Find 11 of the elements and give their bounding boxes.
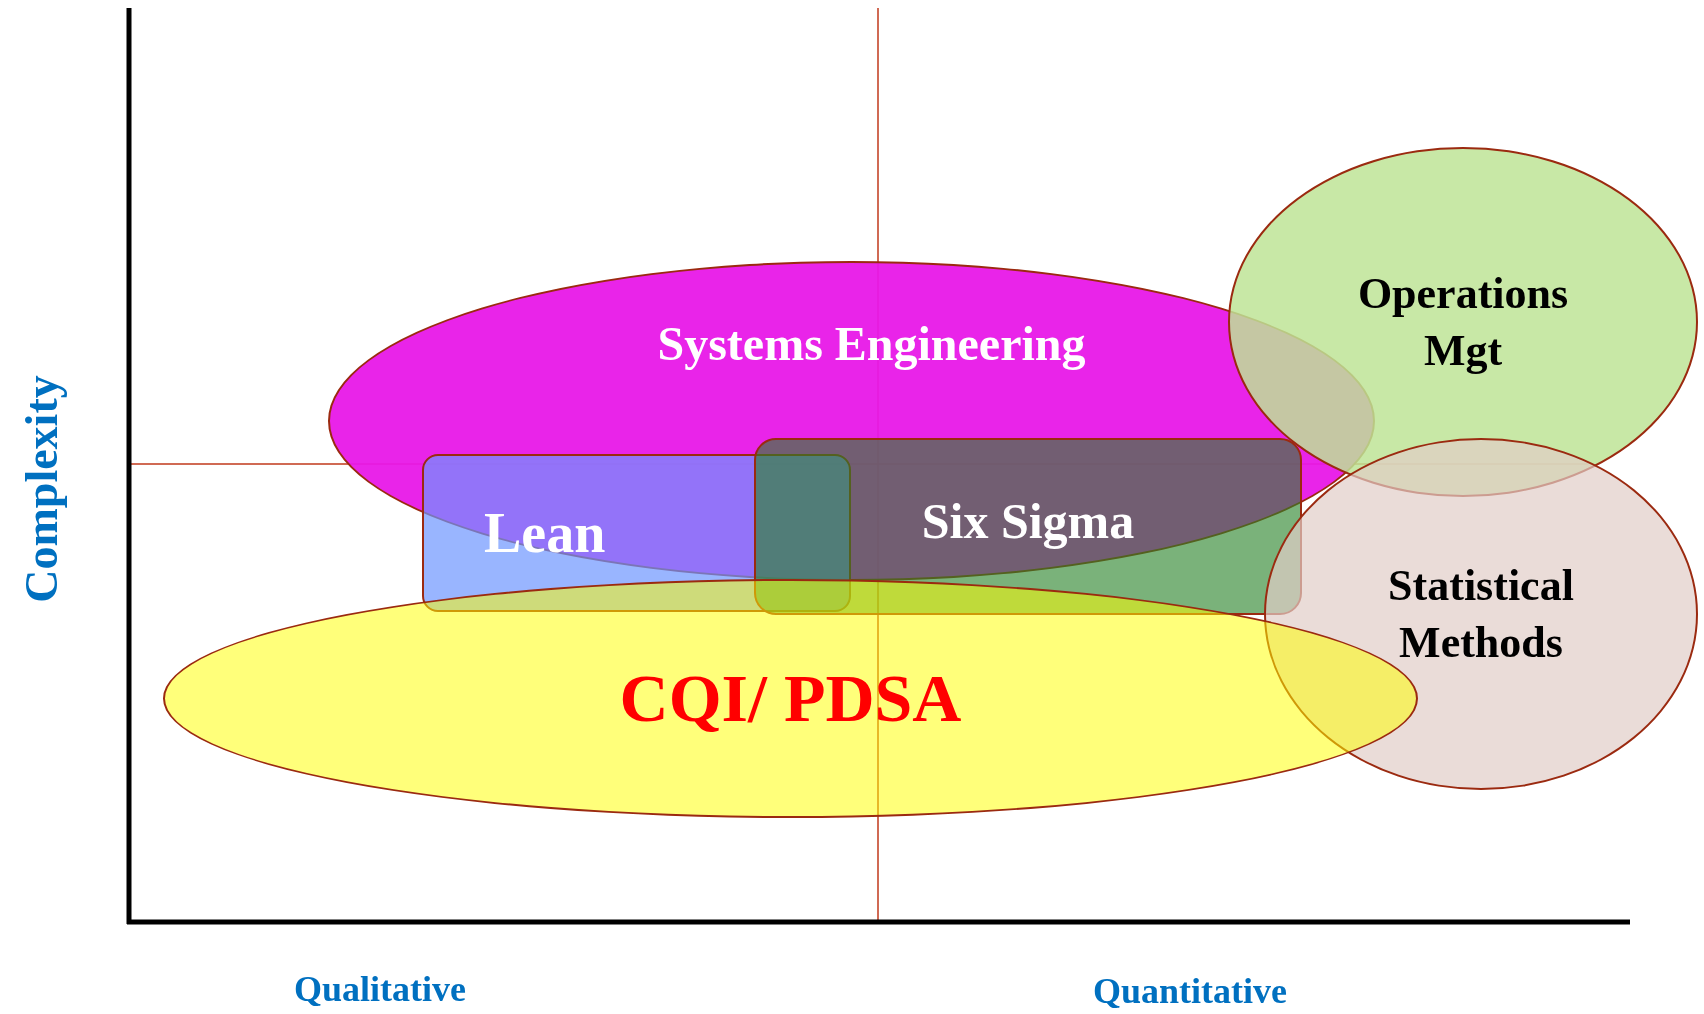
method-box xyxy=(754,438,1302,615)
x-axis-label: Quantitative xyxy=(1093,970,1287,1012)
method-label: Six Sigma xyxy=(921,492,1135,551)
method-label: Operations Mgt xyxy=(1356,267,1570,377)
method-label: Statistical Methods xyxy=(1387,559,1575,669)
method-box xyxy=(422,454,851,612)
method-label: Lean xyxy=(484,500,606,566)
method-label: CQI/ PDSA xyxy=(619,659,962,739)
method-label: Systems Engineering xyxy=(657,316,1086,372)
x-axis-label: Qualitative xyxy=(294,968,466,1010)
y-axis-label: Complexity xyxy=(14,375,68,603)
